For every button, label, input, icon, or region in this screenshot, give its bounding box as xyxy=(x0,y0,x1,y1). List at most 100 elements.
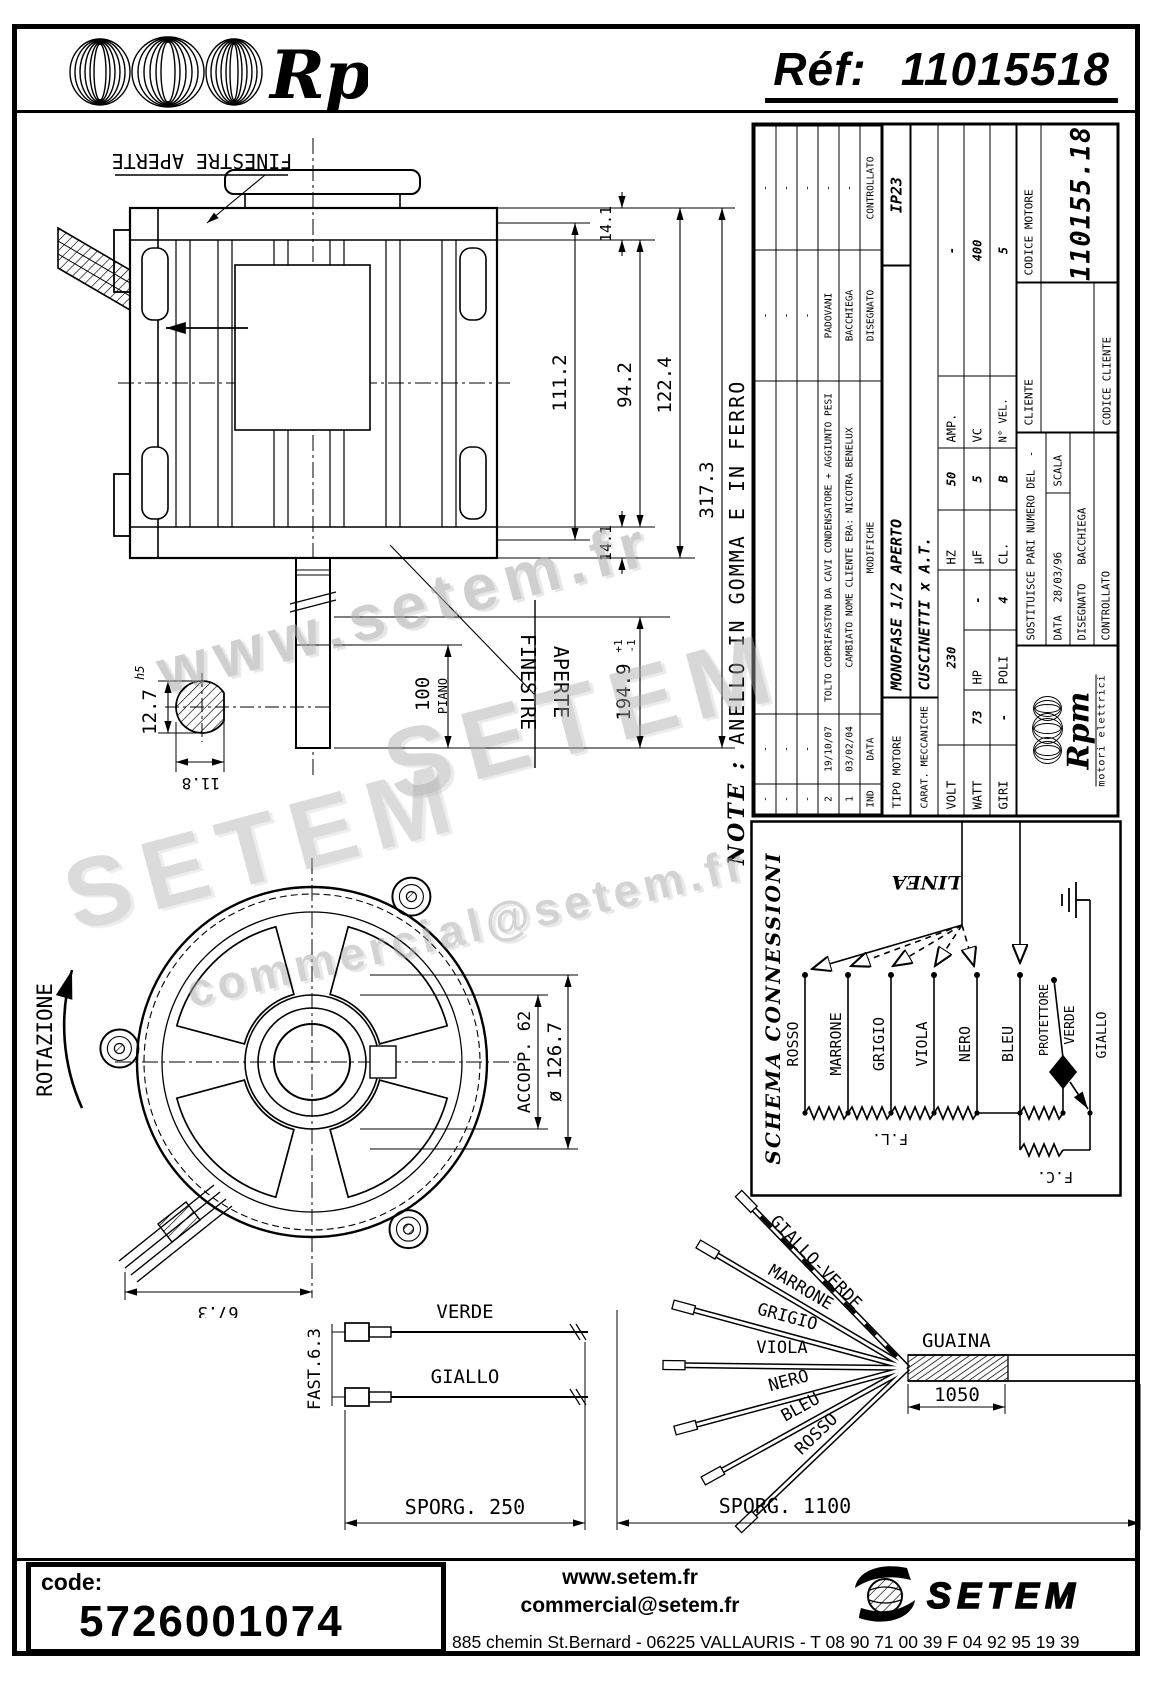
tipo-label: TIPO MOTORE xyxy=(883,696,910,815)
fan-dashed xyxy=(851,924,974,966)
setem-brand-text: SETEM xyxy=(927,1575,1081,1616)
table-row: - - - - xyxy=(755,126,776,814)
verde-label: VERDE xyxy=(1063,1005,1078,1044)
sporg1100-dim xyxy=(616,1310,1141,1530)
dimension-lines xyxy=(444,192,726,748)
earth-icon xyxy=(1061,882,1090,918)
fast-bracket xyxy=(331,1324,345,1406)
connection-schematic: SCHEMA CONNESSIONI LINEA xyxy=(750,820,1122,1197)
sostituisce-value: - xyxy=(1025,450,1037,458)
coil-icon xyxy=(1031,696,1063,764)
guaina-dim xyxy=(907,1384,1006,1414)
rev-ctrl: CONTROLLATO xyxy=(860,126,881,250)
hub-circle xyxy=(257,1007,367,1117)
schema-title: SCHEMA CONNESSIONI xyxy=(761,851,785,1164)
codice-motore-label: CODICE MOTORE xyxy=(1017,125,1042,282)
cable-fan: GIALLO-VERDE MARRONE GRIGIO VIOLA NERO B… xyxy=(616,1189,1141,1534)
ref-value: 11015518 xyxy=(900,43,1110,95)
rev-date: 19/10/07 xyxy=(818,714,839,784)
nvel-value: 5 xyxy=(996,246,1010,255)
front-dim-lines xyxy=(125,975,572,1296)
sporg250-ext xyxy=(344,1342,586,1530)
rev-ind: IND xyxy=(860,784,881,814)
wire-label: GRIGIO xyxy=(870,1017,888,1071)
wire-label: VIOLA xyxy=(913,1021,931,1066)
code-box: code: 5726001074 xyxy=(26,1562,446,1654)
wire-label: MARRONE xyxy=(827,1012,845,1075)
dim-end-bottom: 14.1 xyxy=(597,525,615,561)
rev-date: - xyxy=(755,714,776,784)
exit-wires xyxy=(118,1184,233,1283)
electrical-grid: VOLT 230 HZ 50 AMP. - WATT 73 HP - µF 5 … xyxy=(937,125,1016,815)
cliente-label: CLIENTE xyxy=(1017,283,1042,432)
window-label-1: FINESTRE xyxy=(516,634,540,730)
cable-bundle xyxy=(57,226,131,312)
shaft-bore xyxy=(273,1023,351,1101)
footer-address: 885 chemin St.Bernard - 06225 VALLAURIS … xyxy=(452,1632,1080,1652)
verde-wire xyxy=(1069,1081,1089,1110)
rev-date: - xyxy=(797,714,818,784)
rotation-arrow xyxy=(55,969,84,1109)
fan-label: NERO xyxy=(766,1366,811,1396)
rev-modifica xyxy=(797,381,818,714)
scala-label: SCALA xyxy=(1046,437,1070,494)
rev-ctrl: - xyxy=(797,126,818,250)
motor-wires xyxy=(804,975,1021,1113)
rev-firma: - xyxy=(776,250,797,381)
fan-wires xyxy=(664,1192,911,1531)
footer-email: commercial@setem.fr xyxy=(520,1594,740,1617)
accopp-dim: ACCOPP. 62 xyxy=(515,1011,535,1113)
mirrored-label-leader xyxy=(206,174,266,224)
fl-label: F.L. xyxy=(872,1130,908,1148)
carat-row: CARAT. MECCANICHE CUSCINETTI x A.T. xyxy=(909,125,938,815)
giallo-label: GIALLO xyxy=(1095,1011,1110,1058)
flat-label: PIANO xyxy=(436,678,450,714)
dim-shaft-tol-plus: +1 xyxy=(612,639,625,652)
table-row: - - - - xyxy=(797,126,818,814)
watt-label: WATT xyxy=(964,744,990,815)
fan-solid xyxy=(812,924,963,969)
logo-subtitle: motori elettrici xyxy=(1095,674,1107,787)
table-row: - - - - xyxy=(776,126,797,814)
verde-terminal xyxy=(344,1322,588,1342)
nvel-label: N° VEL. xyxy=(990,375,1016,448)
dim-stack: 111.2 xyxy=(549,354,571,411)
wire-label: BLEU xyxy=(999,1026,1017,1062)
giallo-label: GIALLO xyxy=(431,1366,500,1388)
header-divider xyxy=(12,110,1140,113)
dim-core: 94.2 xyxy=(614,362,636,408)
amp-value: - xyxy=(944,246,958,255)
table-row: 2 19/10/07 TOLTO COPRIFASTON DA CAVI CON… xyxy=(818,126,839,814)
hz-value: 50 xyxy=(938,447,964,510)
schema-border xyxy=(750,820,1122,1197)
note-label: NOTE : xyxy=(724,758,750,865)
hz-label: HZ xyxy=(938,509,964,570)
poli-value: 4 xyxy=(990,569,1016,630)
rpm-logo-small: Rpm motori elettrici xyxy=(1017,644,1120,815)
sostituisce-label: SOSTITUISCE PARI NUMERO DEL xyxy=(1025,469,1037,641)
sheet-border xyxy=(12,24,1140,1656)
inner-rim xyxy=(161,911,463,1213)
rev-ind: - xyxy=(755,784,776,814)
rev-modifica xyxy=(755,381,776,714)
outer-rim xyxy=(135,885,489,1239)
volt-label: VOLT xyxy=(938,744,964,815)
volt-value: 230 xyxy=(938,569,964,745)
revision-table: - - - - - - - - - - - - 2 19/10/07 TOLTO… xyxy=(755,126,882,815)
front-ext-lines xyxy=(124,974,578,1300)
vc-value: 400 xyxy=(970,239,984,262)
rev-modifica: CAMBIATO NOME CLIENTE ERA: NICOTRA BENEL… xyxy=(839,381,860,714)
lamination-ring xyxy=(143,893,481,1231)
note-text: ANELLO IN GOMMA E IN FERRO xyxy=(725,379,749,745)
top-cap xyxy=(224,169,421,195)
logo-text: Rpm xyxy=(1061,691,1096,770)
cl-value: B xyxy=(990,447,1016,510)
winding-symbol xyxy=(804,1104,849,1122)
dim-shaft-dia-tol: h5 xyxy=(133,666,147,680)
nameplate-panel xyxy=(234,264,371,431)
dim-end-top: 14.1 xyxy=(597,206,615,242)
data-value: 28/03/96 xyxy=(1052,551,1064,603)
rev-ind: - xyxy=(776,784,797,814)
codice-motore-value: 110155.18 xyxy=(1065,125,1096,282)
